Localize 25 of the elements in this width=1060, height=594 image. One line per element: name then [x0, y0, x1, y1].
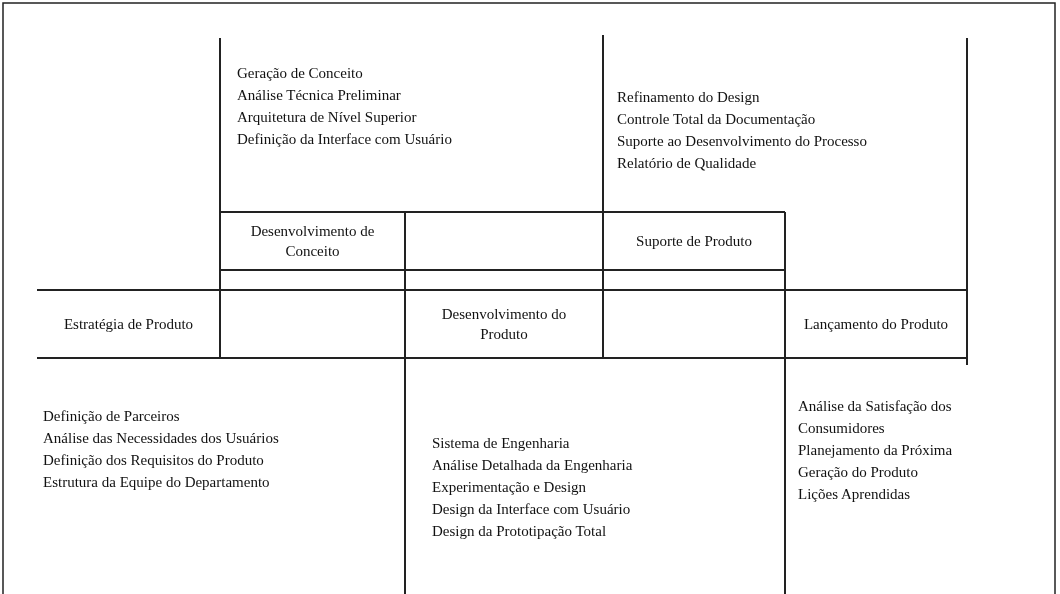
activity-text: Geração de Conceito	[237, 64, 363, 83]
activity-text: Suporte ao Desenvolvimento do Processo	[617, 132, 867, 151]
phase-label: Suporte de Produto	[603, 212, 785, 270]
activity-text: Análise Técnica Preliminar	[237, 86, 401, 105]
activity-text: Análise Detalhada da Engenharia	[432, 456, 633, 475]
activity-text: Estrutura da Equipe do Departamento	[43, 473, 270, 492]
activity-text: Sistema de Engenharia	[432, 434, 570, 453]
activity-text: Definição dos Requisitos do Produto	[43, 451, 264, 470]
activity-text: Planejamento da Próxima Geração do Produto	[798, 441, 954, 482]
activity-text: Refinamento do Design	[617, 88, 760, 107]
activity-text: Análise das Necessidades dos Usuários	[43, 429, 279, 448]
activity-text: Lições Aprendidas	[798, 485, 911, 504]
activity-text: Experimentação e Design	[432, 478, 587, 497]
activity-text: Arquitetura de Nível Superior	[237, 108, 417, 127]
activity-text: Design da Prototipação Total	[432, 522, 607, 541]
activity-text: Definição de Parceiros	[43, 407, 180, 426]
activity-text: Análise da Satisfação dos Consumidores	[798, 397, 953, 438]
activity-text: Controle Total da Documentação	[617, 110, 816, 129]
activity-text: Design da Interface com Usuário	[432, 500, 631, 519]
activity-text: Relatório de Qualidade	[617, 154, 757, 173]
phase-label: Lançamento do Produto	[785, 290, 967, 358]
phase-label: Estratégia de Produto	[37, 290, 220, 358]
phase-label: Desenvolvimento do Produto	[405, 290, 603, 358]
activity-text: Definição da Interface com Usuário	[237, 130, 452, 149]
phase-label: Desenvolvimento de Conceito	[220, 212, 405, 270]
